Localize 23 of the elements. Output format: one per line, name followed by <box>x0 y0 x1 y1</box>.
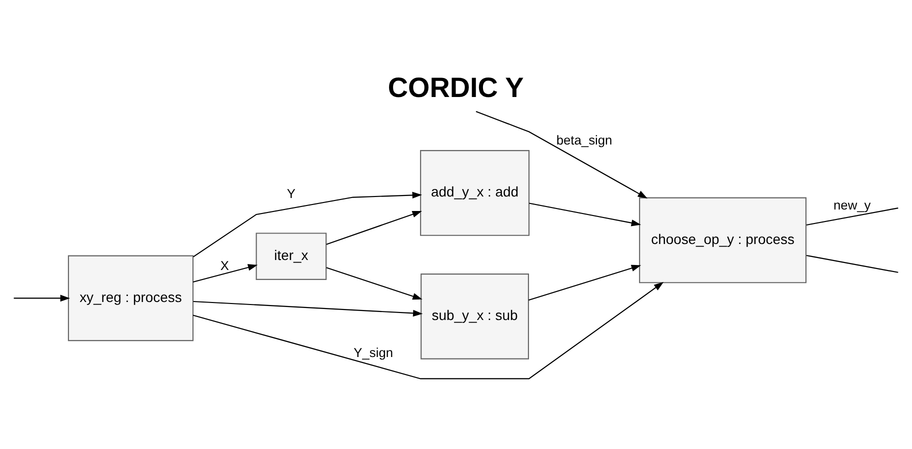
arrow <box>193 191 422 257</box>
connector <box>806 254 898 272</box>
arrow <box>193 300 423 316</box>
arrow <box>326 266 422 300</box>
edge-label: beta_sign <box>556 132 612 147</box>
connector <box>806 207 898 225</box>
arrow <box>192 281 664 379</box>
node-box: add_y_x : add <box>420 150 530 236</box>
edge-label: Y_sign <box>354 344 394 360</box>
arrow <box>476 110 648 198</box>
node-box: xy_reg : process <box>68 254 194 341</box>
arrow <box>529 202 642 226</box>
arrow <box>528 264 642 300</box>
edge-label: Y <box>286 185 296 200</box>
node-box: choose_op_y : process <box>639 196 806 283</box>
edge-label: X <box>220 257 229 272</box>
diagram-title: CORDIC Y <box>388 71 524 102</box>
node-box: sub_y_x : sub <box>420 273 529 359</box>
node-box: iter_x <box>256 232 327 280</box>
arrow <box>14 294 70 302</box>
edge-label: new_y <box>834 197 871 212</box>
arrow <box>326 210 422 244</box>
arrow <box>192 264 258 282</box>
